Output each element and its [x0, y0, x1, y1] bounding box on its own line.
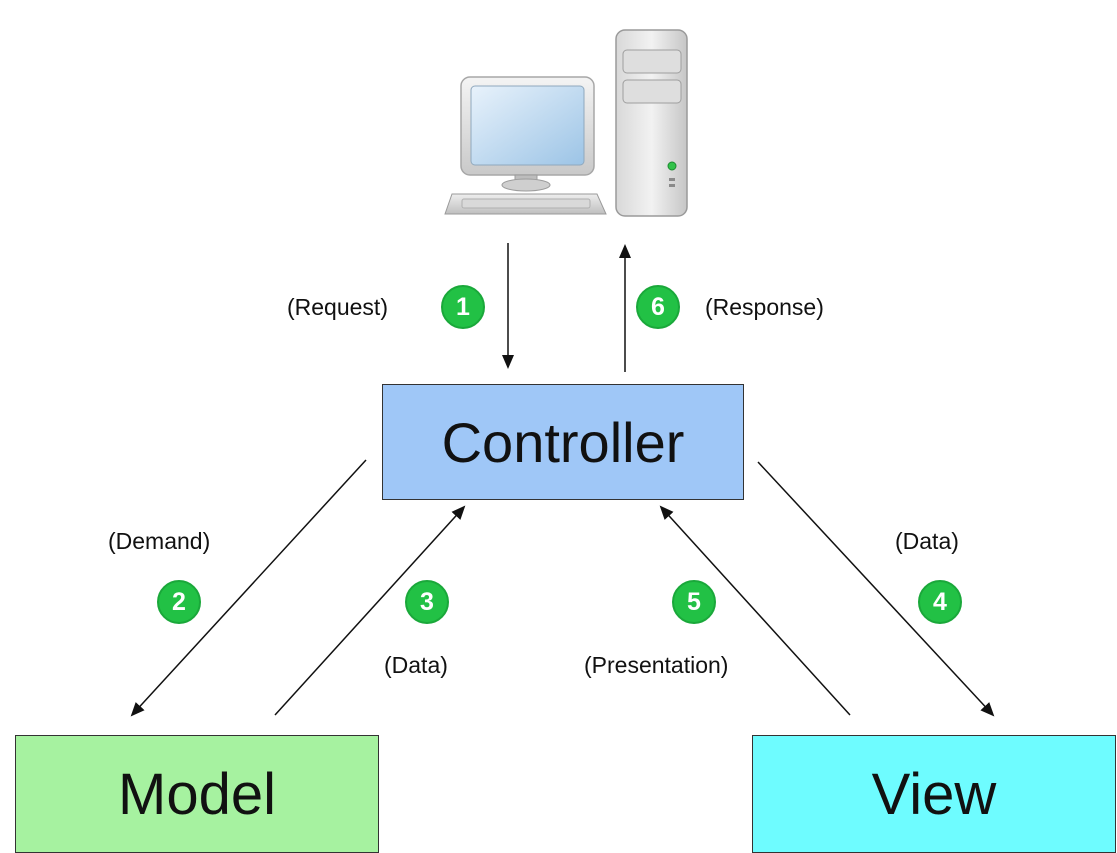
model-data-label: (Data)	[384, 652, 448, 678]
step-badge-2: 2	[157, 580, 201, 624]
step-badge-4: 4	[918, 580, 962, 624]
model-label: Model	[118, 761, 276, 827]
step-badge-6: 6	[636, 285, 680, 329]
step-badge-5: 5	[672, 580, 716, 624]
view-box: View	[752, 735, 1116, 853]
response-label: (Response)	[705, 294, 824, 320]
step-badge-1: 1	[441, 285, 485, 329]
controller-box: Controller	[382, 384, 744, 500]
arrow-model-data	[274, 505, 466, 716]
request-label: (Request)	[287, 294, 388, 320]
step-badge-3: 3	[405, 580, 449, 624]
arrow-view-data	[757, 461, 995, 717]
view-label: View	[871, 761, 997, 827]
view-data-label: (Data)	[895, 528, 959, 554]
arrow-demand	[130, 459, 367, 717]
controller-label: Controller	[441, 410, 685, 474]
model-box: Model	[15, 735, 379, 853]
presentation-label: (Presentation)	[584, 652, 729, 678]
demand-label: (Demand)	[108, 528, 211, 554]
arrow-presentation	[659, 505, 851, 716]
